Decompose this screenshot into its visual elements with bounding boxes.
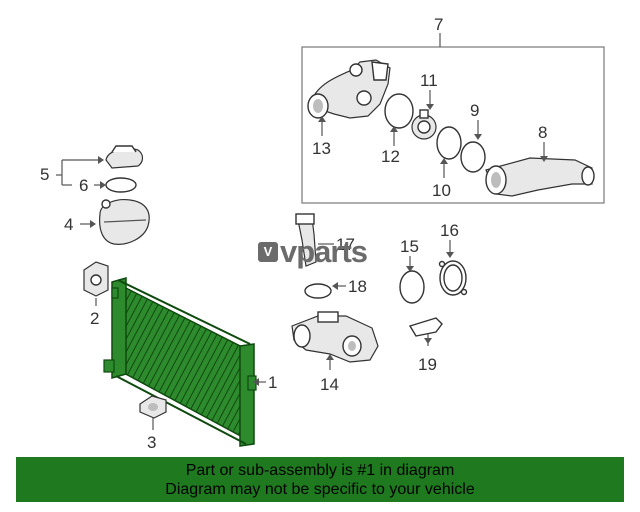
- gasket-ring-12[interactable]: [384, 93, 414, 129]
- callout-6: 6: [79, 176, 88, 195]
- sensor-seal[interactable]: [304, 283, 332, 299]
- vparts-logo-icon: V: [258, 241, 278, 262]
- callout-3: 3: [147, 433, 156, 452]
- callout-10: 10: [432, 181, 451, 200]
- callout-19: 19: [418, 355, 437, 374]
- o-ring-15[interactable]: [399, 270, 425, 304]
- radiator-bracket[interactable]: [83, 261, 109, 297]
- callout-1: 1: [268, 373, 277, 392]
- retaining-clip[interactable]: [408, 317, 443, 337]
- diagram-notice-banner: Part or sub-assembly is #1 in diagram Di…: [16, 457, 624, 502]
- gasket-16[interactable]: [438, 260, 468, 296]
- o-ring-9[interactable]: [460, 141, 486, 173]
- callout-14: 14: [320, 375, 339, 394]
- vparts-watermark: V vparts: [258, 234, 368, 269]
- callout-5: 5: [40, 165, 49, 184]
- logo-mark-letter: V: [263, 244, 273, 259]
- callout-8: 8: [538, 123, 547, 142]
- callout-2: 2: [90, 309, 99, 328]
- callout-4: 4: [64, 215, 73, 234]
- thermostat-housing[interactable]: [307, 59, 391, 119]
- expansion-tank-cap[interactable]: [105, 145, 144, 169]
- callout-17: 17: [336, 235, 355, 254]
- radiator[interactable]: [103, 277, 257, 447]
- cap-seal[interactable]: [105, 177, 137, 193]
- expansion-tank[interactable]: [99, 199, 150, 245]
- callout-12: 12: [381, 147, 400, 166]
- callout-16: 16: [440, 221, 459, 240]
- notice-line-2: Diagram may not be specific to your vehi…: [165, 481, 475, 498]
- callout-13: 13: [312, 139, 331, 158]
- logo-text: vparts: [280, 234, 368, 269]
- coolant-pipe[interactable]: [485, 157, 595, 197]
- callout-11: 11: [420, 71, 438, 90]
- callout-18: 18: [348, 277, 367, 296]
- notice-line-1: Part or sub-assembly is #1 in diagram: [185, 462, 455, 479]
- temperature-sensor[interactable]: [295, 213, 317, 267]
- callout-7: 7: [434, 15, 443, 34]
- coolant-flange[interactable]: [291, 311, 379, 363]
- thermostat[interactable]: [411, 109, 437, 140]
- rubber-mount[interactable]: [139, 395, 167, 419]
- callout-9: 9: [470, 101, 479, 120]
- seal-ring-10[interactable]: [436, 126, 462, 160]
- callout-15: 15: [400, 237, 419, 256]
- housing-assembly-box: [301, 46, 605, 204]
